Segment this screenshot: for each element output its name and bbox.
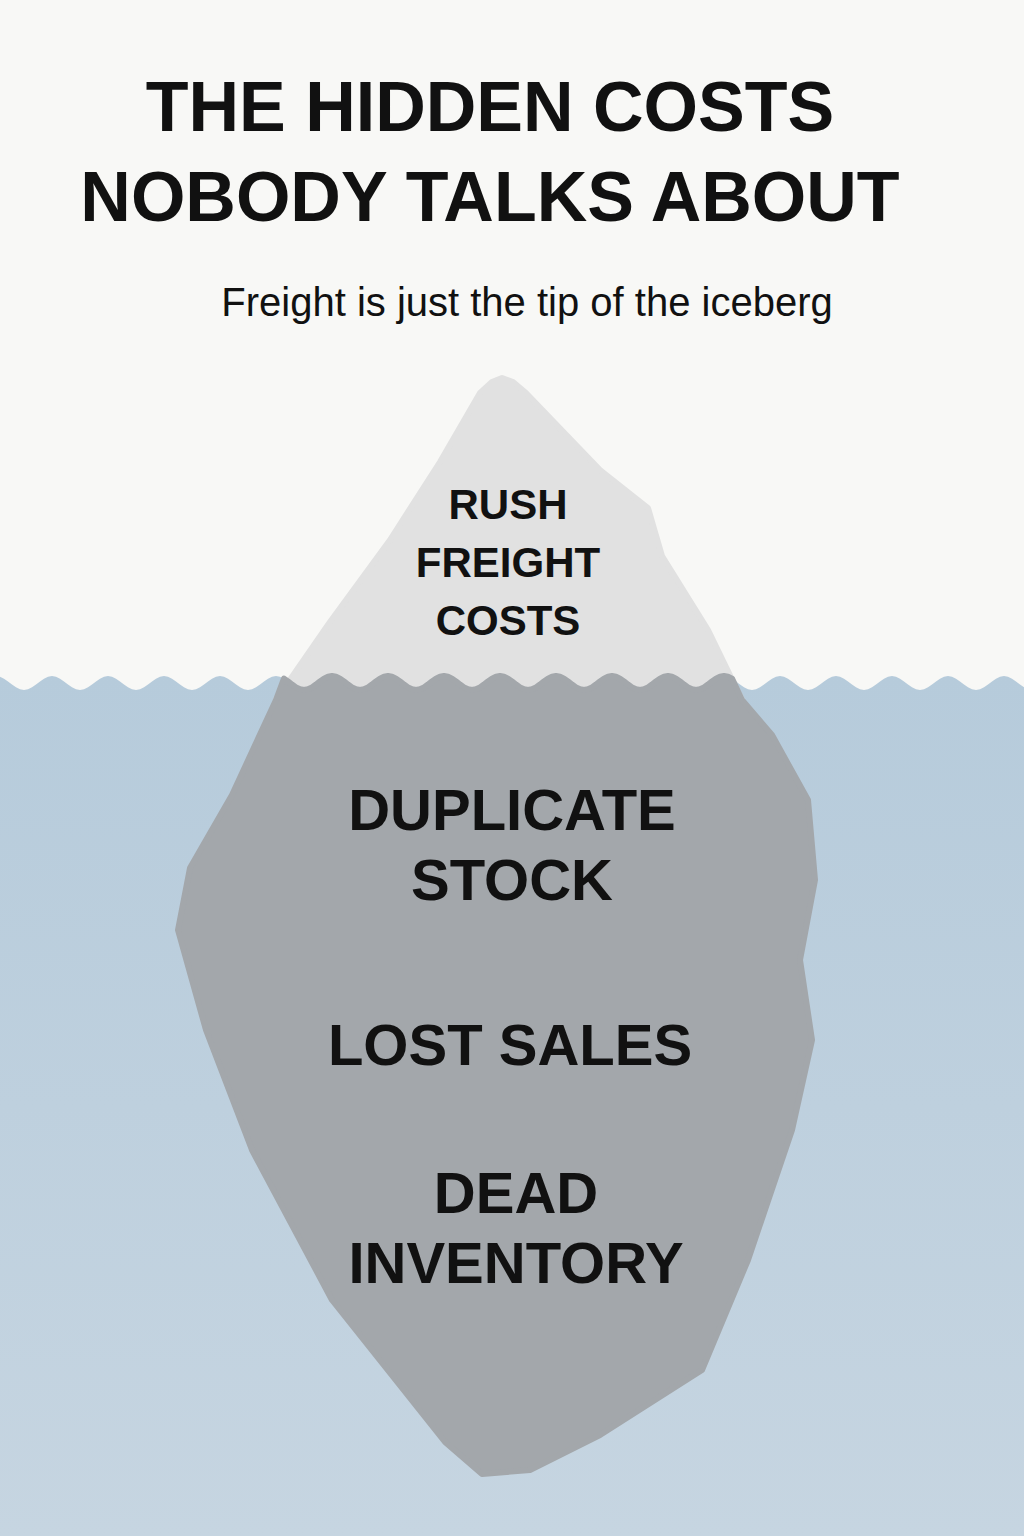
iceberg-tip: RUSH FREIGHT COSTS [262, 370, 752, 710]
cost-label: DUPLICATE STOCK [302, 775, 722, 915]
cost-label: DEAD INVENTORY [306, 1158, 726, 1298]
iceberg-submerged: DUPLICATE STOCK LOST SALES DEAD INVENTORY [170, 660, 830, 1490]
cost-label: RUSH FREIGHT COSTS [383, 476, 633, 650]
water [0, 676, 1024, 1536]
title: THE HIDDEN COSTS NOBODY TALKS ABOUT [30, 62, 950, 242]
iceberg-tip-outline [276, 378, 742, 700]
subtitle: Freight is just the tip of the iceberg [220, 278, 834, 326]
iceberg-submerged-outline [178, 676, 815, 1474]
cost-label: LOST SALES [327, 1010, 694, 1080]
